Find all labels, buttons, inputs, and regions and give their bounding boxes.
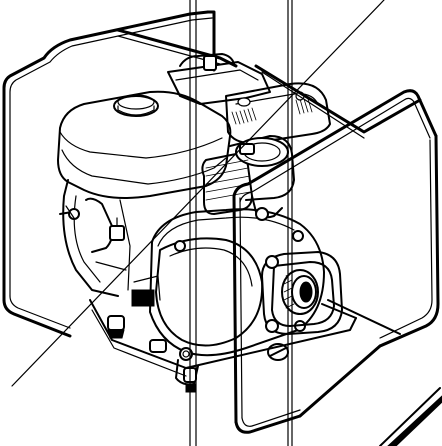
bolt-icon — [265, 255, 279, 269]
mount-foot — [149, 339, 167, 353]
frame-back — [2, 10, 238, 338]
engine-body — [57, 53, 331, 307]
engine-head — [167, 61, 271, 105]
corner-wedge — [379, 387, 442, 446]
mount-foot — [107, 315, 125, 331]
guide-lines — [11, 0, 385, 446]
diagonal-leader — [11, 0, 385, 387]
bolt-icon — [174, 240, 186, 252]
muffler — [225, 82, 331, 144]
fuel-cap — [113, 95, 159, 117]
bolt-icon — [265, 319, 279, 333]
bolt-icon — [292, 230, 304, 242]
discharge-port — [261, 251, 343, 335]
frame-front — [232, 64, 440, 434]
fuel-valve — [109, 225, 125, 241]
suction-port — [201, 135, 295, 221]
base-plate — [89, 299, 357, 377]
fuel-tank — [57, 90, 232, 199]
engine-shadow — [131, 289, 155, 307]
cooling-fins — [231, 98, 313, 125]
engine-side — [62, 179, 119, 297]
